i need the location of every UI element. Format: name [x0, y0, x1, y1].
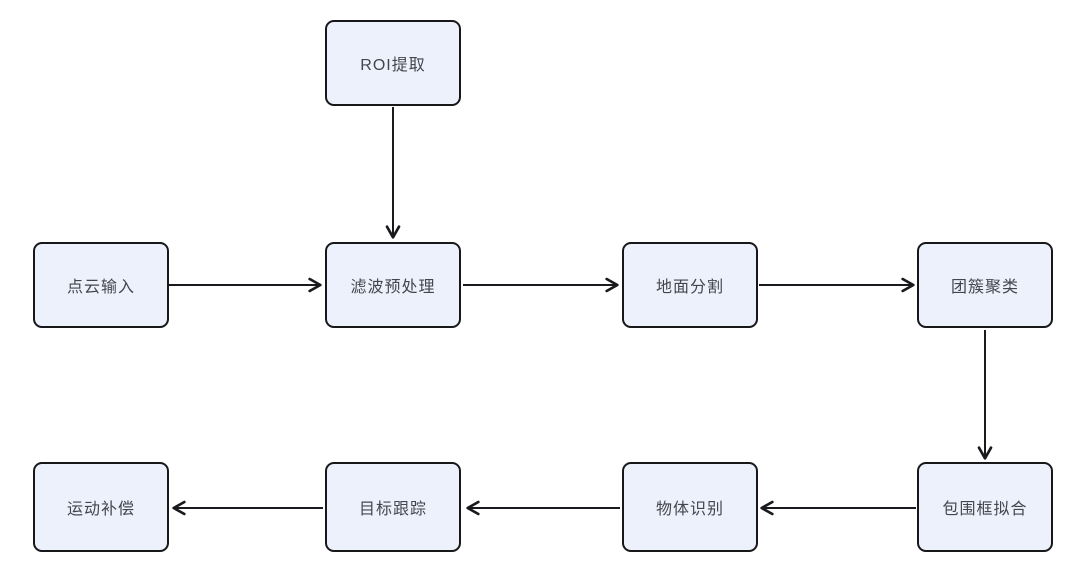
node-label: 运动补偿 [66, 501, 135, 518]
node-label: 包围框拟合 [942, 501, 1028, 518]
node-bounding-box-fit: 包围框拟合 [917, 462, 1053, 552]
node-motion-compensation: 运动补偿 [33, 462, 169, 552]
node-point-cloud-input: 点云输入 [33, 242, 169, 328]
node-roi-extraction: ROI提取 [325, 20, 461, 106]
node-label: 目标跟踪 [358, 501, 427, 518]
node-target-tracking: 目标跟踪 [325, 462, 461, 552]
node-ground-segmentation: 地面分割 [622, 242, 758, 328]
node-label: 滤波预处理 [350, 279, 436, 296]
node-label: 点云输入 [66, 279, 135, 296]
node-label: 团簇聚类 [950, 279, 1019, 296]
node-label: 物体识别 [655, 501, 724, 518]
node-cluster-clustering: 团簇聚类 [917, 242, 1053, 328]
node-filter-preprocess: 滤波预处理 [325, 242, 461, 328]
node-object-recognition: 物体识别 [622, 462, 758, 552]
node-label: ROI提取 [360, 57, 426, 74]
node-label: 地面分割 [655, 279, 724, 296]
